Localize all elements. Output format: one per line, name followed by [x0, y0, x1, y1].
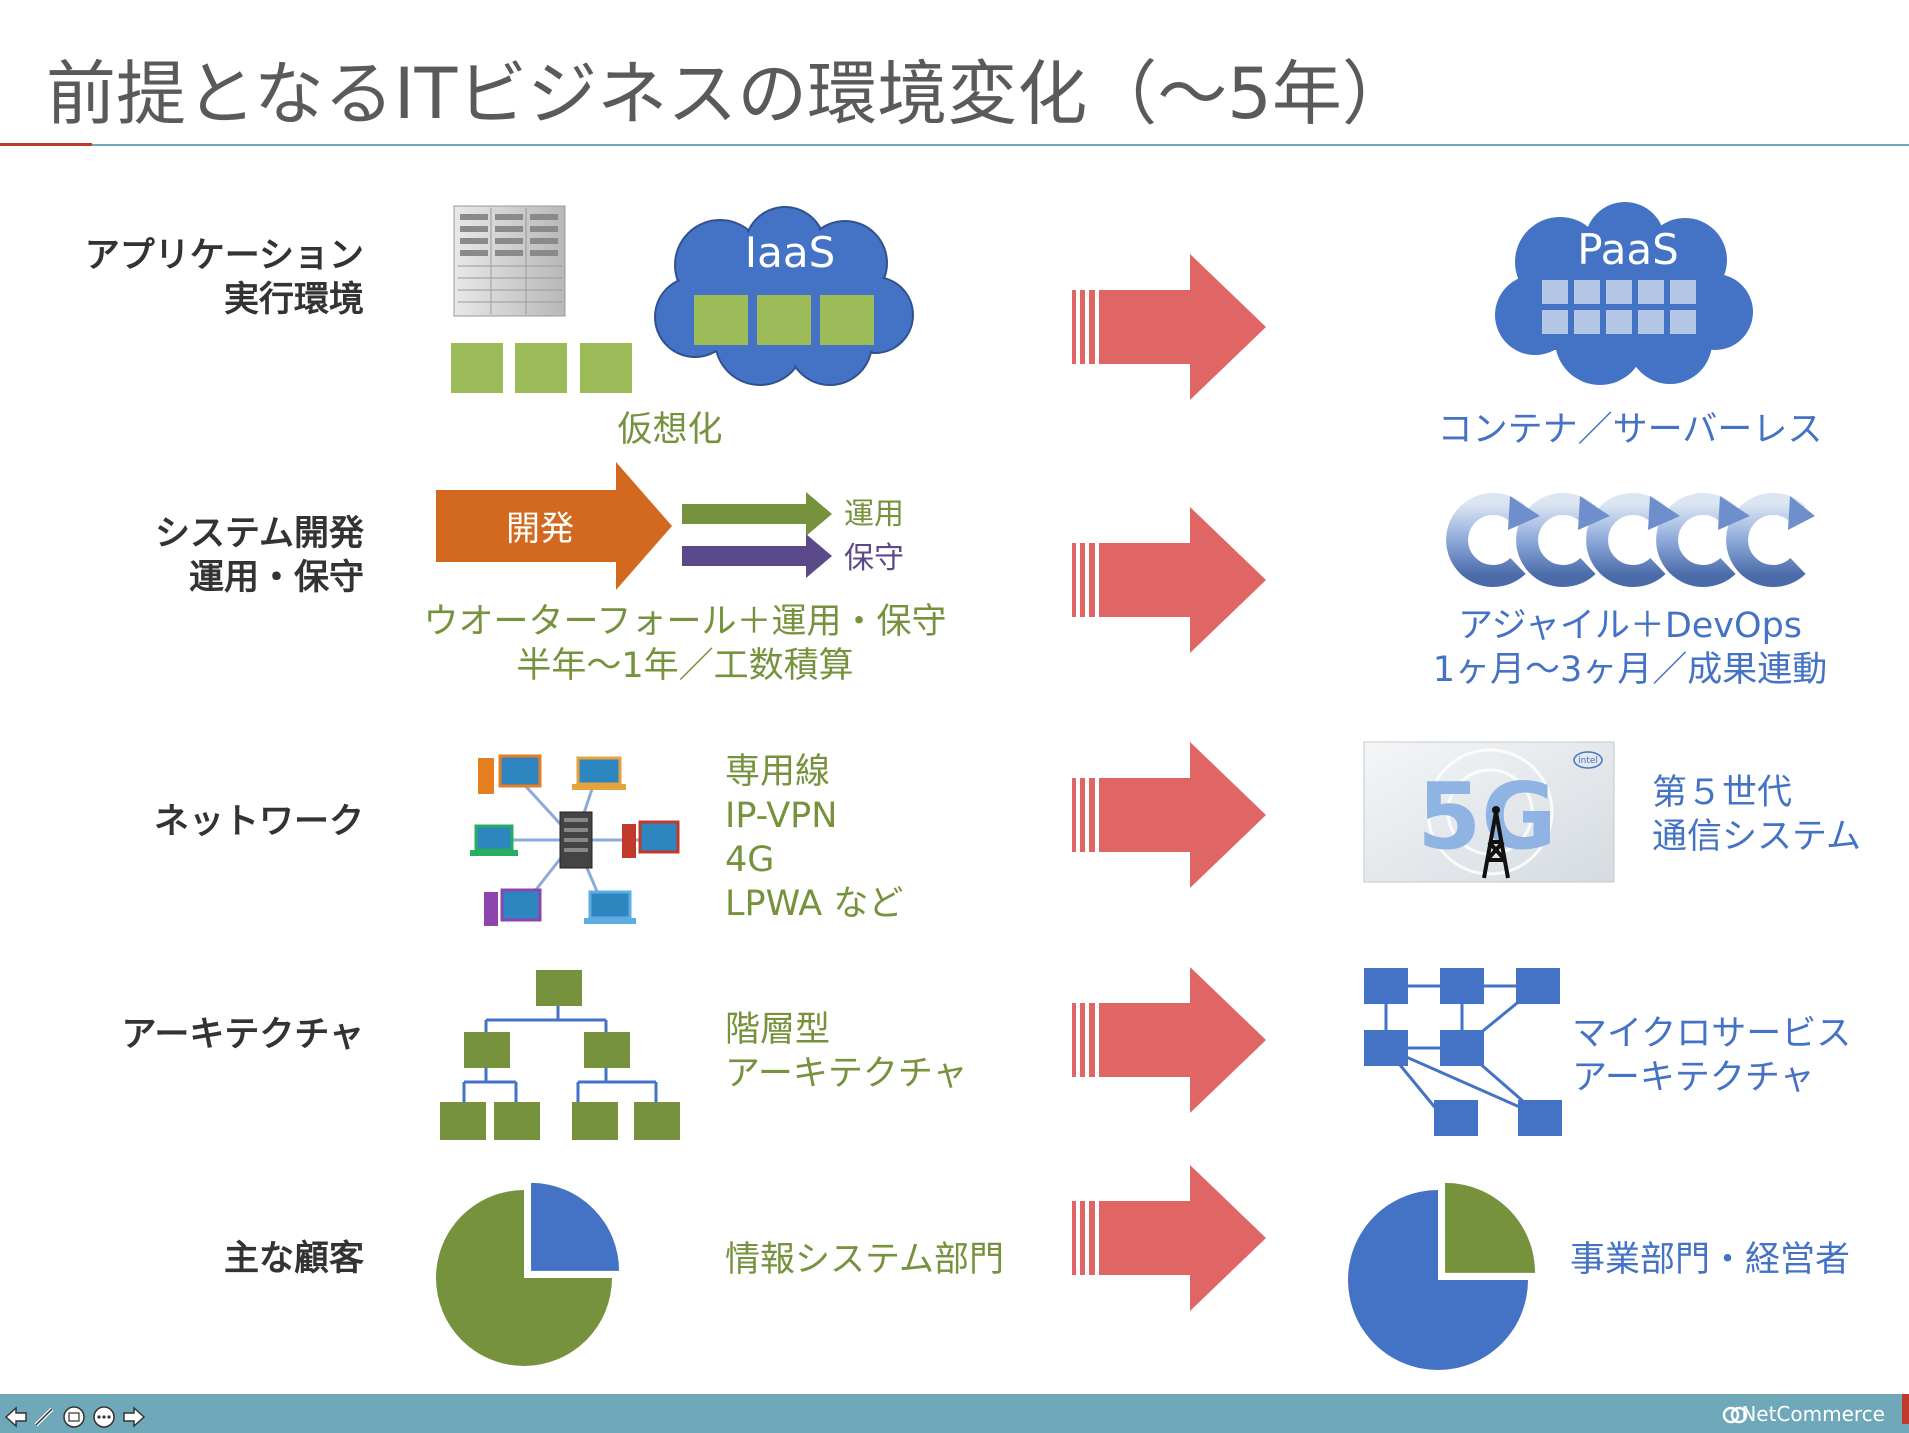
dev-before-line2: 半年～1年／工数積算	[516, 646, 854, 686]
arch-after-line2: アーキテクチャ	[1572, 1058, 1815, 1098]
arch-before-line1: 階層型	[725, 1010, 831, 1050]
dev-after-line1: アジャイル＋DevOps	[1457, 606, 1803, 646]
net-after-line1: 第５世代	[1652, 773, 1793, 813]
net-before-line1: 専用線	[725, 752, 831, 792]
iaas-label: IaaS	[745, 228, 836, 277]
pie-slice-majority	[436, 1190, 612, 1366]
row-label-customer: 主な顧客	[223, 1239, 364, 1279]
transition-arrow-app	[1072, 254, 1266, 400]
agile-cycles-icon	[1446, 493, 1815, 587]
net-after-caption: 第５世代 通信システム	[1652, 771, 1861, 859]
row-label-dev: システム開発 運用・保守	[155, 512, 364, 600]
net-before-line2: IP-VPN	[725, 796, 838, 836]
footer-bar	[0, 1394, 1909, 1433]
server-rack-icon	[453, 205, 566, 317]
net-after-line2: 通信システム	[1652, 817, 1861, 857]
title-rule	[92, 144, 1909, 146]
transition-arrow-customer	[1072, 1165, 1266, 1311]
paas-label: PaaS	[1577, 225, 1679, 274]
row-label-net: ネットワーク	[153, 802, 364, 842]
pie-slice-minority	[531, 1182, 620, 1271]
dev-before-line1: ウオーターフォール＋運用・保守	[423, 602, 947, 642]
dev-before-caption: ウオーターフォール＋運用・保守 半年～1年／工数積算	[400, 600, 970, 688]
row-label-dev-line2: 運用・保守	[188, 558, 364, 598]
network-topology-icon	[470, 754, 680, 926]
net-before-line3: 4G	[725, 840, 775, 880]
pie-slice-majority	[1348, 1190, 1528, 1370]
ops-arrow	[682, 492, 832, 536]
app-after-caption: コンテナ／サーバーレス	[1437, 410, 1823, 450]
row-label-dev-line1: システム開発	[155, 514, 364, 554]
dev-after-line2: 1ヶ月～3ヶ月／成果連動	[1432, 650, 1828, 690]
customer-before-caption: 情報システム部門	[725, 1240, 1004, 1280]
title-rule-accent	[0, 143, 92, 146]
footer-accent	[1902, 1394, 1909, 1424]
intel-logo: intel	[1578, 756, 1598, 766]
microservice-architecture-icon	[1364, 968, 1562, 1136]
ops-label: 運用	[844, 497, 904, 532]
dev-arrow-label: 開発	[506, 509, 574, 549]
transition-arrow-net	[1072, 742, 1266, 888]
row-label-app: アプリケーション 実行環境	[85, 234, 364, 322]
dev-ops-flow-diagram: 開発 運用 保守	[436, 462, 904, 590]
dev-arrow	[436, 462, 672, 590]
paas-cloud-icon: PaaS	[1495, 202, 1753, 385]
pie-slice-minority	[1445, 1182, 1536, 1273]
more-options-icon[interactable]	[92, 1405, 116, 1429]
customer-after-caption: 事業部門・経営者	[1570, 1240, 1851, 1280]
before-customer-pie	[436, 1182, 620, 1366]
vm-block	[515, 343, 567, 393]
row-label-app-line1: アプリケーション	[84, 236, 364, 276]
next-slide-icon[interactable]	[122, 1405, 146, 1429]
app-before-caption: 仮想化	[617, 410, 723, 450]
row-label-app-line2: 実行環境	[223, 280, 364, 320]
iaas-cloud-icon: IaaS	[654, 206, 914, 386]
arch-after-line1: マイクロサービス	[1572, 1014, 1852, 1054]
maint-label: 保守	[844, 541, 904, 576]
slides-overview-icon[interactable]	[62, 1405, 86, 1429]
net-before-line4: LPWA など	[725, 884, 904, 924]
netcommerce-logo-icon	[1722, 1406, 1748, 1424]
transition-arrow-arch	[1072, 967, 1266, 1113]
hierarchical-architecture-icon	[440, 970, 680, 1140]
net-before-caption: 専用線 IP-VPN 4G LPWA など	[725, 750, 903, 926]
5g-badge-icon: 5G intel	[1363, 741, 1615, 883]
brand-name: NetCommerce	[1741, 1402, 1885, 1426]
row-label-arch: アーキテクチャ	[121, 1015, 364, 1055]
page-title: 前提となるITビジネスの環境変化（～5年）	[46, 53, 1412, 135]
transition-arrow-dev	[1072, 507, 1266, 653]
vm-block	[580, 343, 632, 393]
arch-before-caption: 階層型 アーキテクチャ	[725, 1008, 968, 1096]
arch-after-caption: マイクロサービス アーキテクチャ	[1572, 1012, 1851, 1100]
arch-before-line2: アーキテクチャ	[725, 1054, 968, 1094]
previous-slide-icon[interactable]	[4, 1405, 28, 1429]
pen-icon[interactable]	[32, 1405, 56, 1429]
dev-after-caption: アジャイル＋DevOps 1ヶ月～3ヶ月／成果連動	[1380, 604, 1880, 692]
after-customer-pie	[1348, 1182, 1536, 1370]
vm-block	[451, 343, 503, 393]
maint-arrow	[682, 534, 832, 578]
